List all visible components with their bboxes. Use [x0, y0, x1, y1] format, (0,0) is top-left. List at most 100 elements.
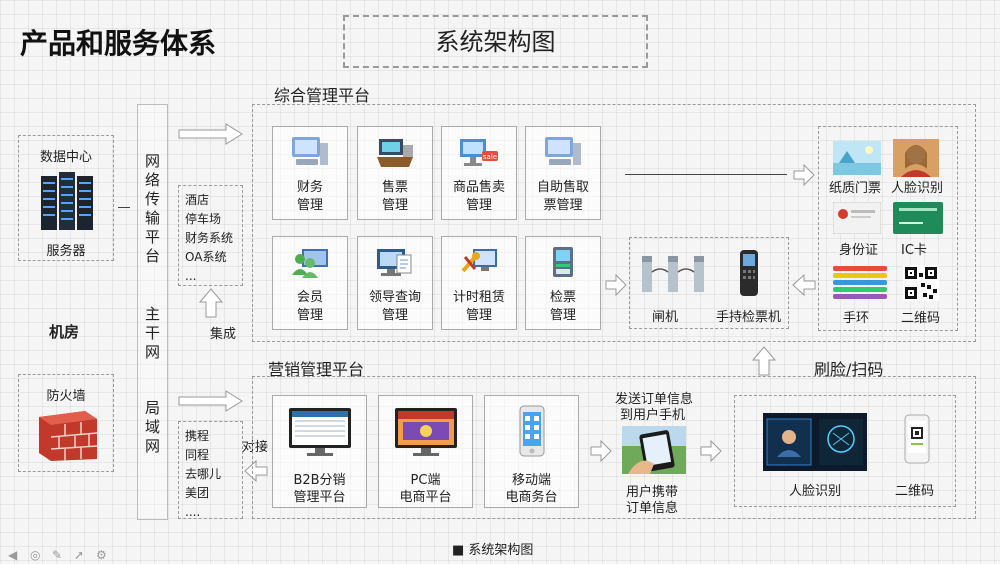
module-self-service: 自助售取 票管理: [525, 126, 601, 220]
prev-icon[interactable]: ◀: [8, 548, 18, 562]
kiosk-icon: [553, 247, 573, 277]
module-label: 自助售取: [536, 180, 589, 195]
module-leader-query: 领导查询 管理: [357, 236, 433, 330]
scan-face-label: 人脸识别: [789, 484, 842, 499]
palette-icon[interactable]: ◎: [30, 548, 41, 562]
id-card-image: [833, 202, 881, 234]
hand-phone-image: [622, 426, 686, 474]
turnstile-gate-icon: [642, 256, 704, 292]
integration-list: 酒店 停车场 财务系统 OA系统 ...: [178, 185, 243, 286]
connector-line: [625, 174, 787, 175]
sale-monitor-icon: sale: [460, 139, 498, 166]
list-item: 美团: [185, 486, 210, 500]
integration-label: 集成: [210, 327, 237, 342]
arrow-up-icon: [198, 288, 224, 318]
module-goods-sales: sale 商品售卖 管理: [441, 126, 517, 220]
paper-ticket-image: [833, 141, 881, 175]
comprehensive-title: 综合管理平台: [274, 86, 371, 105]
monitor-icon: [394, 408, 457, 456]
scan-qrcode-label: 二维码: [895, 484, 935, 499]
module-timed-rental: 计时租赁 管理: [441, 236, 517, 330]
platform-label: 电商平台: [399, 490, 452, 505]
svg-text:sale: sale: [483, 153, 497, 161]
send-order-line2: 到用户手机: [620, 408, 686, 423]
docking-label: 对接: [242, 440, 269, 455]
docking-list: 携程 同程 去哪儿 美团 ....: [178, 421, 243, 519]
data-center-box: 数据中心 服务器: [18, 135, 114, 261]
module-ticketing: 售票 管理: [357, 126, 433, 220]
arrow-right-icon: [178, 123, 243, 145]
arrow-right-icon: [590, 440, 612, 462]
pen-icon[interactable]: ✎: [52, 548, 63, 562]
presentation-toolbar: ◀ ◎ ✎ ➚ ⚙: [8, 548, 118, 564]
module-label: 计时租赁: [452, 290, 505, 305]
diagram-title-box: 系统架构图: [343, 15, 648, 68]
send-order-line1: 发送订单信息: [615, 392, 694, 407]
module-label: 管理: [465, 198, 492, 213]
pointer-icon[interactable]: ➚: [74, 548, 85, 562]
module-label: 领导查询: [368, 290, 421, 305]
platform-pc: PC端 电商平台: [378, 395, 473, 508]
document-monitor-icon: [377, 249, 412, 276]
firewall-label: 防火墙: [46, 389, 86, 404]
terminals-box: 闸机 手持检票机: [629, 237, 789, 329]
list-item: 携程: [185, 429, 210, 443]
scan-title: 刷脸/扫码: [814, 360, 884, 379]
arrow-right-icon: [178, 390, 243, 412]
module-label: 财务: [296, 180, 323, 195]
platform-label: 管理平台: [293, 490, 346, 505]
module-finance: 财务 管理: [272, 126, 348, 220]
module-label: 管理: [465, 308, 492, 323]
wristband-label: 手环: [843, 311, 870, 326]
id-card-label: 身份证: [839, 243, 879, 258]
monitor-icon: [288, 408, 351, 456]
firewall-box: 防火墙: [18, 374, 114, 472]
lan-label: 局域网: [144, 399, 160, 455]
server-label: 服务器: [46, 244, 86, 259]
module-label: 管理: [296, 198, 323, 213]
wristband-image: [833, 266, 887, 299]
settings-icon[interactable]: ⚙: [96, 548, 107, 562]
module-label: 管理: [549, 308, 576, 323]
platform-label: 电商务台: [505, 490, 558, 505]
cash-register-icon: [377, 139, 413, 167]
platform-label: B2B分销: [293, 473, 346, 488]
list-item: 去哪儿: [185, 467, 222, 481]
module-label: 商品售卖: [452, 180, 505, 195]
user-order-line1: 用户携带: [626, 485, 679, 500]
list-item: 同程: [185, 448, 210, 462]
module-label: 售票: [381, 180, 408, 195]
handheld-scanner-icon: [740, 250, 758, 296]
smartphone-icon: [519, 405, 544, 457]
platform-b2b: B2B分销 管理平台: [272, 395, 367, 508]
diagram-title: 系统架构图: [435, 28, 556, 56]
user-order-line2: 订单信息: [626, 501, 679, 516]
ic-card-image: [893, 202, 943, 234]
transmission-platform-label: 网络传输平台: [144, 152, 160, 265]
module-label: 管理: [381, 308, 408, 323]
list-item: 停车场: [185, 212, 222, 226]
data-center-label: 数据中心: [39, 150, 92, 165]
module-label: 管理: [381, 198, 408, 213]
list-item: 酒店: [185, 193, 210, 207]
arrow-right-icon: [793, 164, 815, 186]
module-member: 会员 管理: [272, 236, 348, 330]
module-label: 票管理: [543, 198, 583, 213]
comprehensive-platform: [252, 104, 976, 342]
module-ticket-check: 检票 管理: [525, 236, 601, 330]
marketing-platform: [252, 376, 976, 519]
computer-icon: [545, 137, 581, 165]
platform-mobile: 移动端 电商务台: [484, 395, 579, 508]
backbone-label: 主干网: [144, 305, 160, 361]
module-label: 检票: [549, 290, 576, 305]
media-box: 纸质门票 人脸识别 身份证 IC卡 手环 二维码: [818, 126, 958, 331]
firewall-icon: [39, 411, 98, 461]
network-column: [137, 104, 168, 520]
module-label: 管理: [296, 308, 323, 323]
page-title: 产品和服务体系: [20, 27, 217, 60]
arrow-right-icon: [700, 440, 722, 462]
users-icon: [292, 249, 328, 278]
arrow-right-icon: [605, 274, 627, 296]
module-label: 会员: [296, 290, 323, 305]
gate-label: 闸机: [652, 310, 679, 325]
